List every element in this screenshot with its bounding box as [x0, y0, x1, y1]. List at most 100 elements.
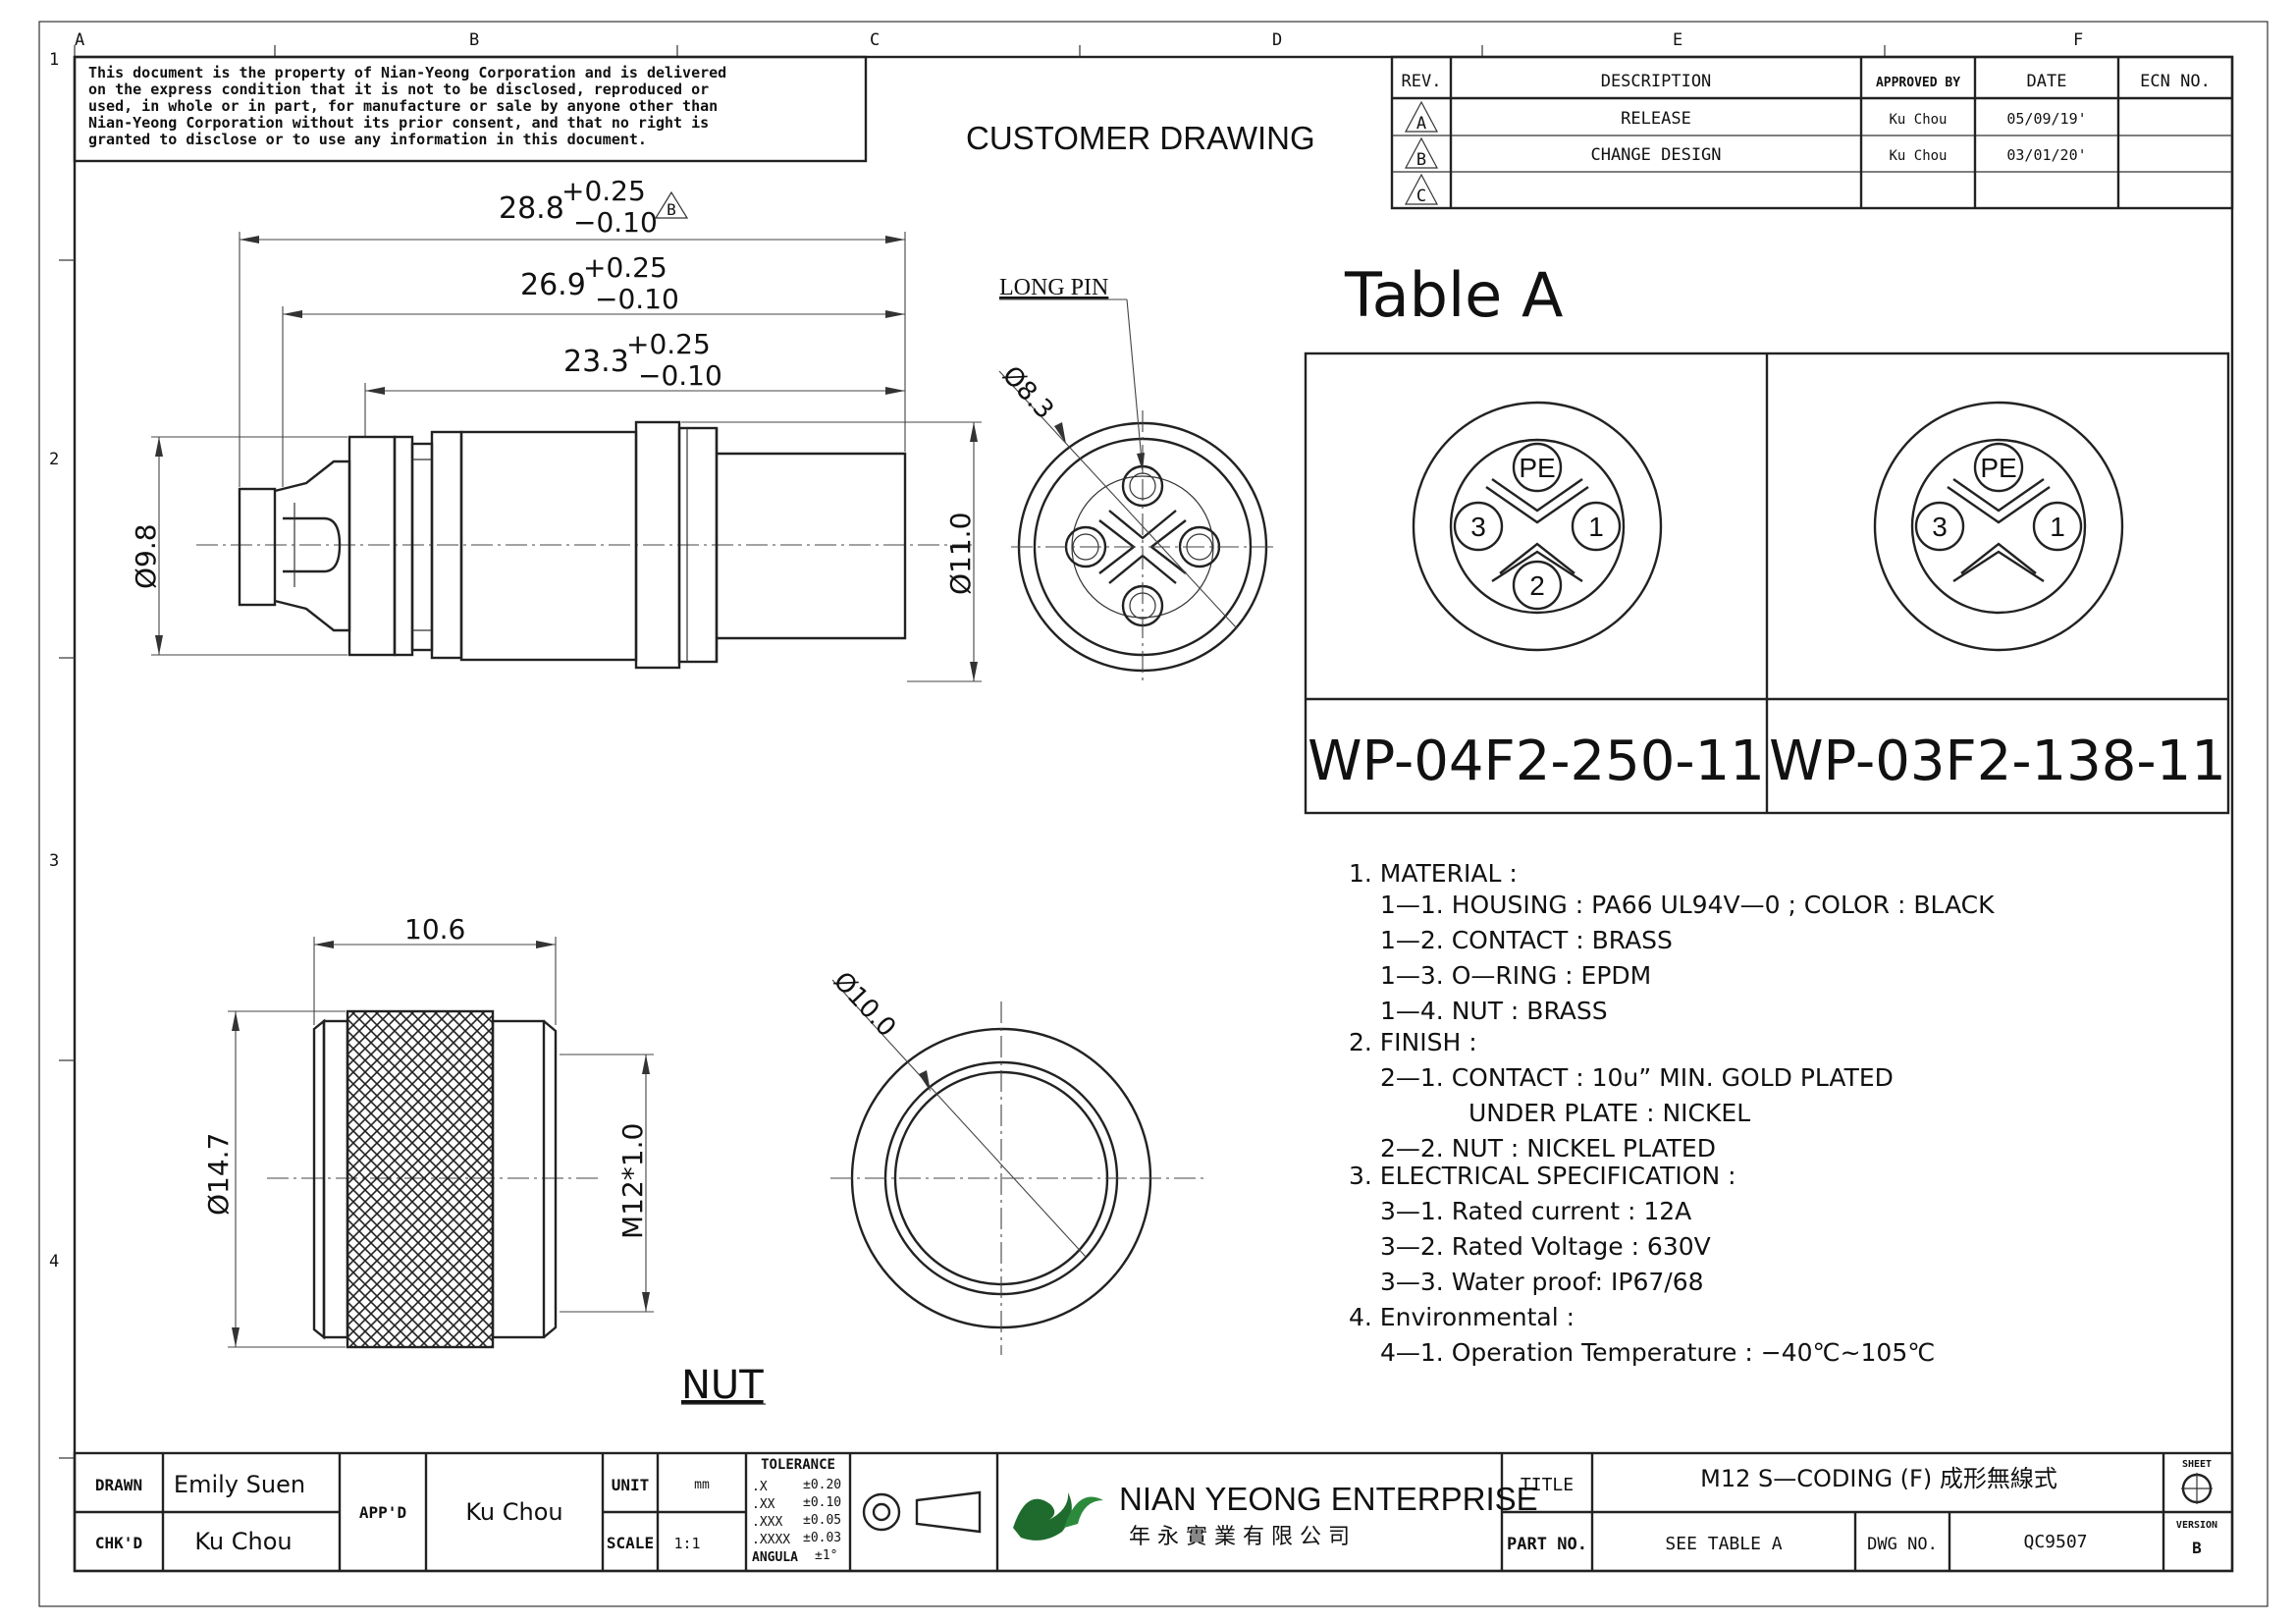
- rev-a-date: 05/09/19': [2006, 110, 2086, 128]
- description-header: DESCRIPTION: [1601, 72, 1712, 91]
- rev-b-date: 03/01/20': [2006, 146, 2086, 164]
- version-label: VERSION: [2176, 1520, 2217, 1531]
- tolerance-value: ±1°: [815, 1548, 837, 1563]
- mid-length-plus-tol: +0.25: [583, 251, 667, 284]
- company-name-en: NIAN YEONG ENTERPRISE: [1119, 1481, 1538, 1517]
- spec-line: 2. FINISH :: [1349, 1028, 1477, 1056]
- tolerance-key: .XX: [752, 1497, 775, 1512]
- col-label-d: D: [1272, 30, 1282, 50]
- nut-thread-dimension: M12*1.0: [616, 1123, 649, 1239]
- variant-2-part-number: WP-03F2-138-11: [1769, 730, 2226, 793]
- title-block: DRAWN CHK'D Emily Suen Ku Chou APP'D Ku …: [73, 1451, 2234, 1573]
- table-a-title: Table A: [1344, 259, 1563, 331]
- nut-face-dia-dimension: Ø10.0: [828, 966, 901, 1043]
- nut-label: NUT: [681, 1363, 764, 1408]
- table-a: Table A PE 3 1 2 PE: [1304, 259, 2230, 815]
- revision-table: REV. DESCRIPTION APPROVED BY DATE ECN NO…: [1390, 55, 2234, 210]
- rev-a-description: RELEASE: [1621, 109, 1691, 129]
- tolerance-key: ANGULA: [752, 1550, 798, 1565]
- row-label-2: 2: [49, 450, 59, 469]
- variant-1-pin-3: 3: [1470, 512, 1486, 542]
- tolerance-key: .X: [752, 1480, 768, 1494]
- tolerance-value: ±0.03: [803, 1531, 841, 1545]
- approved-by-value: Ku Chou: [465, 1498, 562, 1526]
- spec-line: 1—2. CONTACT : BRASS: [1380, 926, 1673, 954]
- variant-2-pin-3: 3: [1932, 512, 1948, 542]
- rev-b-flag-marker: [654, 190, 689, 219]
- row-label-1: 1: [49, 50, 59, 70]
- scale-value: 1:1: [673, 1535, 700, 1552]
- title-label: TITLE: [1521, 1475, 1574, 1495]
- dia-11-0-dimension: Ø11.0: [944, 513, 977, 595]
- spec-notes: 1. MATERIAL : 1—1. HOUSING : PA66 UL94V—…: [1349, 859, 1995, 1367]
- spec-line: 3—2. Rated Voltage : 630V: [1380, 1232, 1711, 1261]
- col-label-e: E: [1673, 30, 1682, 50]
- spec-line: 3—1. Rated current : 12A: [1380, 1197, 1691, 1225]
- col-label-f: F: [2073, 30, 2083, 50]
- variant-1-pin-1: 1: [1588, 512, 1604, 542]
- tolerance-value: ±0.20: [803, 1478, 841, 1492]
- variant-1-pinout: PE 3 1 2: [1412, 401, 1663, 652]
- row-label-3: 3: [49, 851, 59, 871]
- dwg-no-value: QC9507: [2023, 1532, 2087, 1552]
- notice-line: Nian-Yeong Corporation without its prior…: [88, 114, 709, 132]
- drawn-label: DRAWN: [95, 1476, 142, 1494]
- proprietary-notice: This document is the property of Nian-Ye…: [73, 55, 868, 163]
- mid-length-minus-tol: −0.10: [595, 283, 679, 315]
- tolerance-title: TOLERANCE: [761, 1457, 835, 1473]
- drawing-kind-label: CUSTOMER DRAWING: [966, 120, 1315, 156]
- spec-line: 4. Environmental :: [1349, 1303, 1575, 1331]
- variant-2-pinout: PE 3 1: [1873, 401, 2124, 652]
- tolerance-value: ±0.10: [803, 1495, 841, 1510]
- notice-line: on the express condition that it is not …: [88, 81, 709, 98]
- spec-line: 2—2. NUT : NICKEL PLATED: [1380, 1134, 1716, 1163]
- short-length-plus-tol: +0.25: [626, 328, 711, 360]
- spec-line: 2—1. CONTACT : 10u” MIN. GOLD PLATED: [1380, 1063, 1894, 1092]
- notice-line: This document is the property of Nian-Ye…: [88, 64, 726, 81]
- projection-symbol-icon: [862, 1490, 982, 1534]
- short-length-minus-tol: −0.10: [638, 359, 722, 392]
- col-label-a: A: [75, 30, 84, 50]
- variant-2-pin-pe: PE: [1980, 453, 2016, 483]
- tolerance-value: ±0.05: [803, 1513, 841, 1528]
- spec-line: 1—4. NUT : BRASS: [1380, 997, 1608, 1025]
- dia-9-8-dimension: Ø9.8: [130, 523, 162, 589]
- scale-label: SCALE: [607, 1534, 654, 1552]
- overall-length-rev-flag: B: [667, 200, 676, 219]
- spec-line: 4—1. Operation Temperature : −40℃~105℃: [1380, 1338, 1935, 1367]
- rev-b-flag: B: [1416, 150, 1426, 170]
- unit-value: mm: [694, 1478, 710, 1492]
- variant-1-part-number: WP-04F2-250-11: [1308, 730, 1765, 793]
- short-length-dimension: 23.3: [563, 345, 629, 379]
- nut-side-view: 10.6 Ø14.7 M12*1.0 NUT: [202, 913, 766, 1408]
- sheet-target-icon: [2181, 1473, 2213, 1504]
- approved-label: APP'D: [359, 1503, 406, 1522]
- spec-line: 1—1. HOUSING : PA66 UL94V—0 ; COLOR : BL…: [1380, 891, 1995, 919]
- nut-dia-dimension: Ø14.7: [202, 1133, 235, 1216]
- date-header: DATE: [2027, 72, 2067, 91]
- company-name-zh: 年 永 實 業 有 限 公 司: [1129, 1525, 1350, 1549]
- dwg-no-label: DWG NO.: [1867, 1535, 1938, 1554]
- checked-by-value: Ku Chou: [194, 1528, 292, 1555]
- version-value: B: [2192, 1539, 2202, 1557]
- nut-front-view: Ø10.0: [828, 966, 1207, 1355]
- part-no-value: SEE TABLE A: [1665, 1534, 1782, 1554]
- face-dia-dimension: Ø8.3: [996, 360, 1059, 425]
- nut-knurl: [346, 1009, 495, 1349]
- overall-length-dimension: 28.8: [499, 191, 564, 226]
- long-pin-callout: LONG PIN: [999, 275, 1108, 300]
- connector-front-view: Ø8.3 LONG PIN: [996, 275, 1276, 685]
- variant-2-pin-1: 1: [2050, 512, 2065, 542]
- rev-b-description: CHANGE DESIGN: [1590, 145, 1721, 165]
- unit-label: UNIT: [612, 1476, 650, 1494]
- rev-a-flag: A: [1416, 114, 1426, 134]
- notice-line: granted to disclose or to use any inform…: [88, 131, 647, 148]
- spec-line: 1. MATERIAL :: [1349, 859, 1518, 888]
- col-label-b: B: [469, 30, 479, 50]
- checked-label: CHK'D: [95, 1534, 142, 1552]
- spec-line: 3. ELECTRICAL SPECIFICATION :: [1349, 1162, 1736, 1190]
- nut-length-dimension: 10.6: [404, 913, 465, 946]
- part-no-label: PART NO.: [1507, 1535, 1587, 1554]
- approved-by-header: APPROVED BY: [1876, 76, 1960, 90]
